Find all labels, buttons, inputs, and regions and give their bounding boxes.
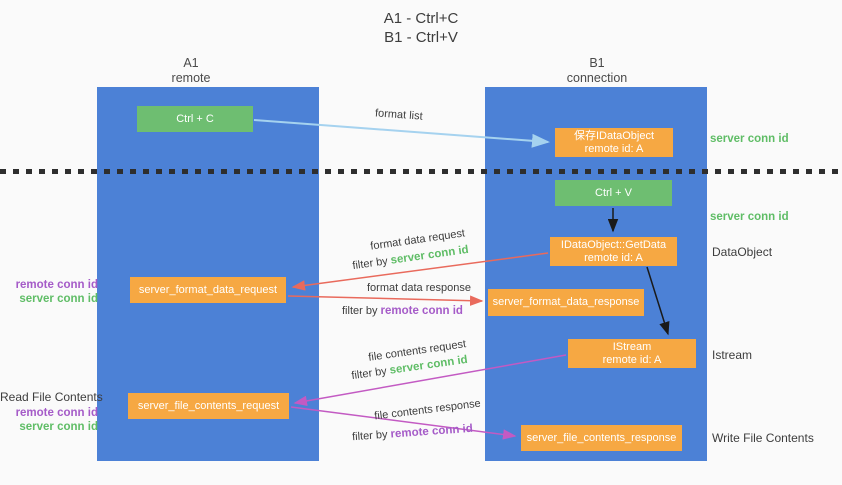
file-contents-request-arrow [293, 354, 567, 407]
istream-line2: remote id: A [602, 353, 662, 366]
lane-b1-name: B1 [589, 56, 605, 70]
format-conn-id-labels: remote conn id server conn id [0, 278, 98, 306]
server-format-data-request-label: server_format_data_request [138, 283, 278, 296]
save-idataobject-node: 保存IDataObject remote id: A [555, 128, 673, 157]
lane-header-b1: B1 connection [486, 56, 708, 86]
write-file-contents-label: Write File Contents [712, 431, 814, 445]
file-conn-id-labels: remote conn id server conn id [0, 406, 98, 434]
server-format-data-response-node: server_format_data_response [488, 289, 644, 316]
save-idataobject-line1: 保存IDataObject [573, 129, 655, 142]
lane-a1-name: A1 [183, 56, 199, 70]
title-line-1: A1 - Ctrl+C [383, 10, 459, 27]
session-separator-dotted-line [0, 169, 842, 174]
lane-header-a1: A1 remote [80, 56, 302, 86]
ctrl-v-node: Ctrl + V [555, 180, 672, 206]
lane-b1-subtitle: connection [566, 71, 628, 85]
getdata-line2: remote id: A [584, 251, 643, 264]
remote-conn-id-label-format: remote conn id [15, 279, 98, 291]
ctrl-c-node: Ctrl + C [137, 106, 253, 132]
format-data-response-label: format data response [367, 282, 471, 294]
idataobject-getdata-node: IDataObject::GetData remote id: A [550, 237, 677, 266]
filter-prefix: filter by [342, 305, 381, 317]
title-line-2: B1 - Ctrl+V [384, 29, 458, 46]
server-file-contents-response-label: server_file_contents_response [526, 431, 677, 444]
server-format-data-response-label: server_format_data_response [492, 296, 640, 308]
istream-node: IStream remote id: A [568, 339, 696, 368]
format-data-response-arrow [287, 295, 484, 306]
getdata-to-istream-arrow [646, 266, 670, 336]
file-contents-response-arrow [290, 406, 517, 440]
server-conn-id-label-format: server conn id [19, 293, 98, 305]
diagram-title: A1 - Ctrl+C B1 - Ctrl+V [0, 9, 842, 47]
remote-conn-id-label-file: remote conn id [15, 407, 98, 419]
istream-line1: IStream [612, 340, 652, 353]
format-data-response-filter-label: filter by remote conn id [342, 305, 463, 317]
server-conn-id-label-top: server conn id [710, 133, 789, 145]
lane-a1-subtitle: remote [171, 71, 211, 85]
filter-key-remote-conn-id: remote conn id [380, 305, 463, 317]
server-file-contents-request-node: server_file_contents_request [128, 393, 289, 419]
server-file-contents-request-label: server_file_contents_request [137, 399, 280, 412]
format-data-request-arrow [291, 252, 549, 291]
dataobject-label: DataObject [712, 245, 773, 259]
server-conn-id-label-mid: server conn id [710, 211, 789, 223]
format-list-arrow [253, 119, 550, 148]
ctrl-v-label: Ctrl + V [595, 186, 632, 199]
server-format-data-request-node: server_format_data_request [130, 277, 286, 303]
server-conn-id-label-file: server conn id [19, 421, 98, 433]
read-file-contents-label: Read File Contents [0, 390, 103, 404]
ctrl-c-label: Ctrl + C [176, 112, 214, 125]
getdata-line1: IDataObject::GetData [560, 238, 667, 251]
server-file-contents-response-node: server_file_contents_response [521, 425, 682, 451]
save-idataobject-line2: remote id: A [584, 142, 644, 155]
istream-label: Istream [712, 348, 753, 362]
